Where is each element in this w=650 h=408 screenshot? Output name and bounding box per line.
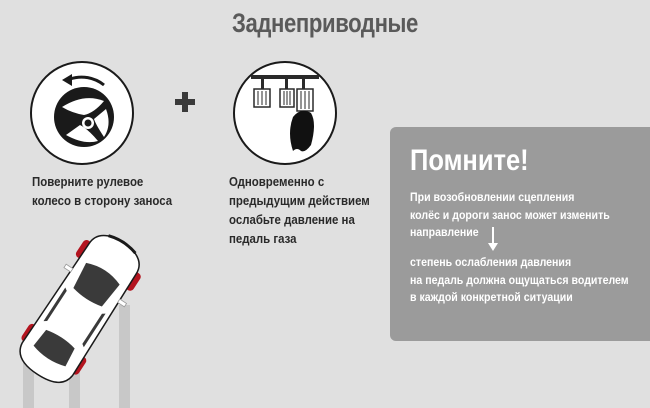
step-1-line: Поверните рулевое bbox=[32, 174, 144, 189]
panel-line: колёс и дороги занос может изменить bbox=[410, 209, 610, 222]
step-2-line: ослабьте давление на bbox=[229, 212, 355, 227]
step-1-line: колесо в сторону заноса bbox=[32, 193, 173, 208]
tire-track bbox=[23, 360, 34, 408]
arrow-down-icon bbox=[488, 227, 498, 251]
tire-track bbox=[69, 370, 80, 408]
panel-paragraph-2: степень ослабления давления на педаль до… bbox=[410, 255, 629, 308]
panel-line: При возобновлении сцепления bbox=[410, 192, 575, 204]
skidding-car-icon bbox=[19, 234, 141, 384]
pedals-icon bbox=[251, 75, 319, 152]
panel-line: степень ослабления давления bbox=[410, 257, 572, 269]
pedals-circle bbox=[233, 61, 337, 165]
step-2-line: предыдущим действием bbox=[229, 193, 370, 208]
steering-wheel-circle bbox=[30, 61, 134, 165]
panel-paragraph-1: При возобновлении сцепления колёс и доро… bbox=[410, 190, 610, 243]
panel-line: на педаль должна ощущаться водителем bbox=[410, 274, 629, 287]
step-2-line: Одновременно с bbox=[229, 174, 325, 189]
tire-track bbox=[119, 305, 130, 408]
step-1-text: Поверните рулевое колесо в сторону занос… bbox=[32, 172, 172, 210]
step-2-line: педаль газа bbox=[229, 231, 297, 246]
steering-wheel-icon bbox=[54, 74, 114, 147]
plus-icon bbox=[175, 92, 195, 112]
panel-title: Помните! bbox=[410, 144, 529, 177]
panel-line: в каждой конкретной ситуации bbox=[410, 292, 573, 304]
step-2-text: Одновременно с предыдущим действием осла… bbox=[229, 172, 370, 248]
page-title: Заднеприводные bbox=[232, 8, 418, 38]
panel-line: направление bbox=[410, 227, 479, 239]
reminder-panel: Помните! При возобновлении сцепления кол… bbox=[390, 127, 650, 341]
